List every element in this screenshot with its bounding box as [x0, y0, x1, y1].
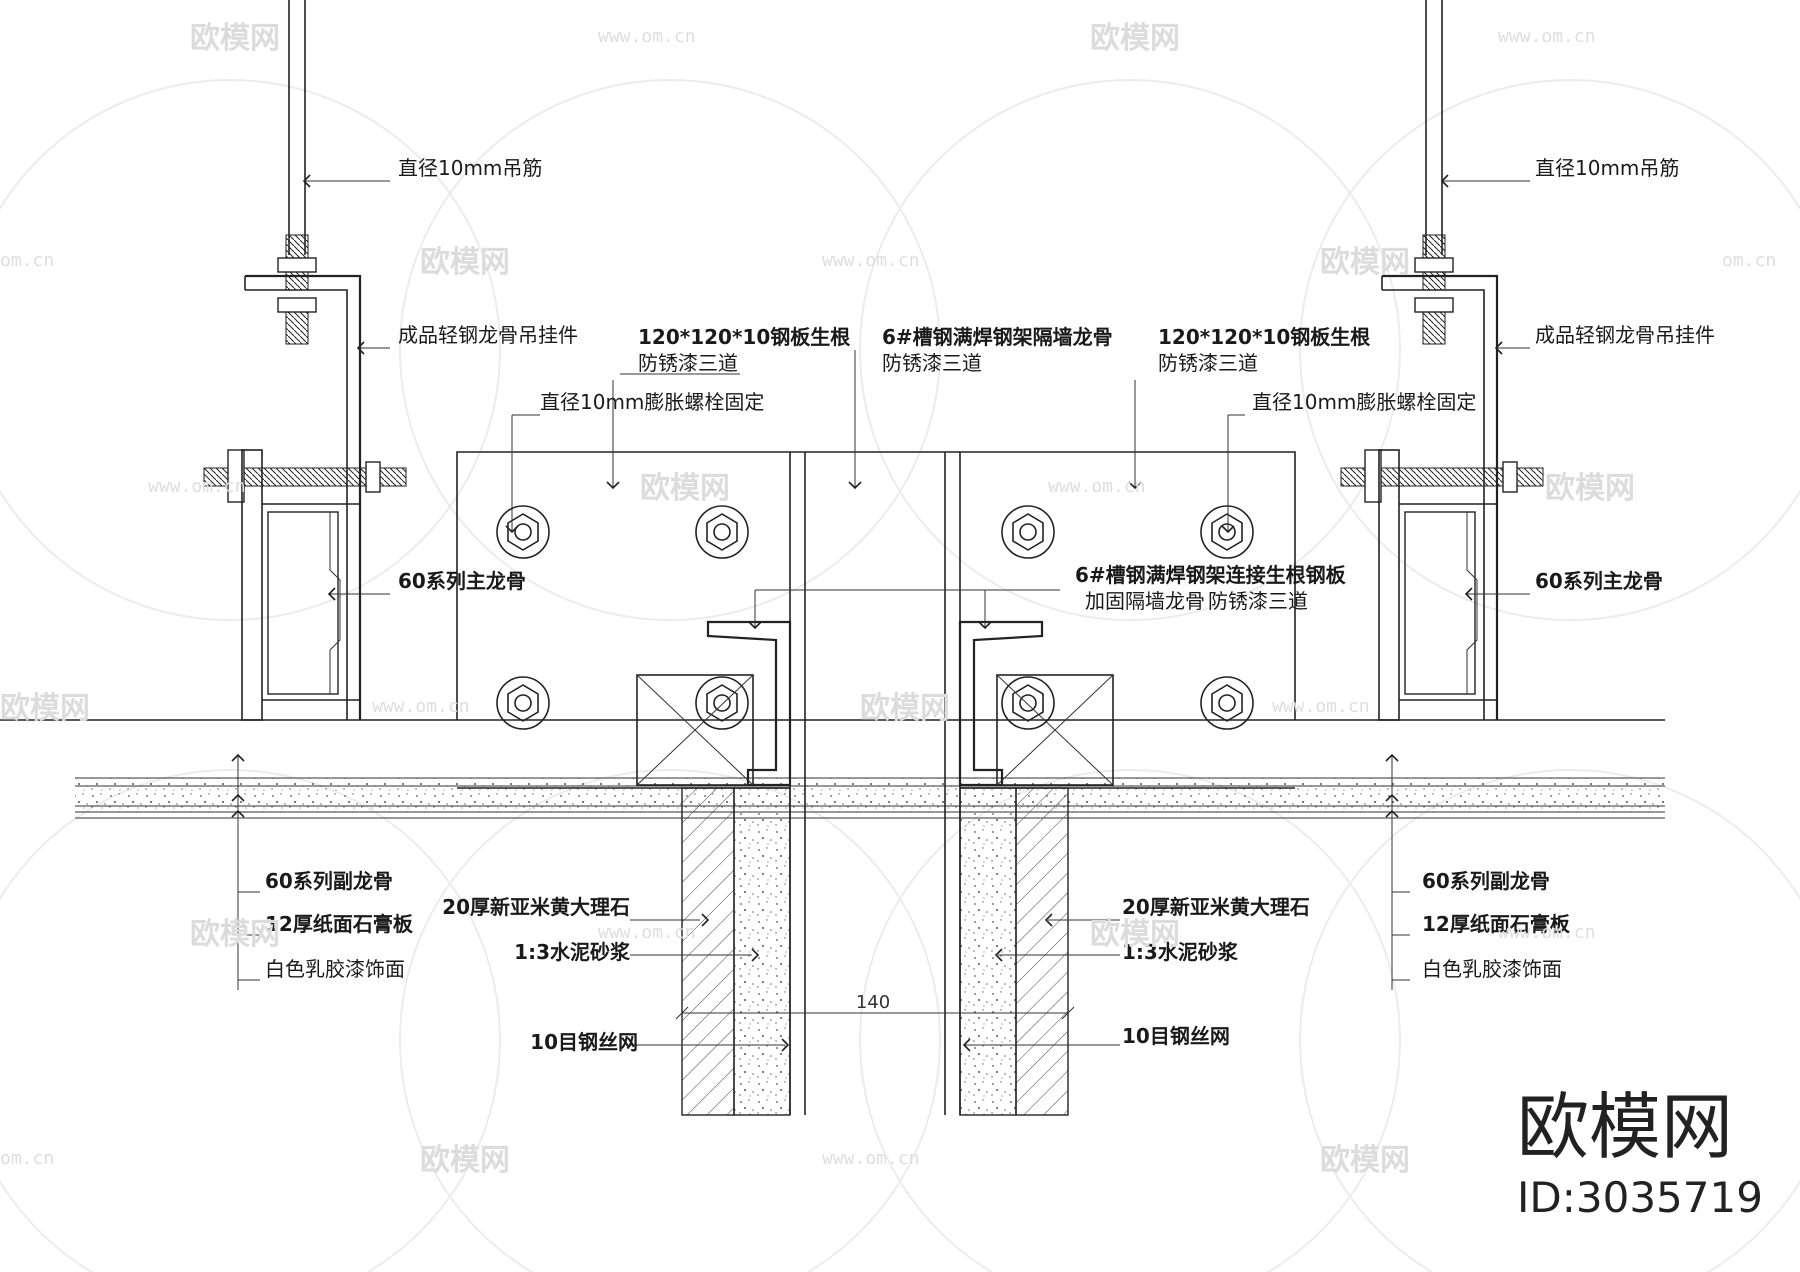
label-rod-right: 直径10mm吊筋	[1535, 156, 1679, 180]
watermark-brand: 欧模网	[1320, 1143, 1410, 1178]
label-main-joist-right: 60系列主龙骨	[1535, 569, 1663, 593]
watermark-url: www.om.cn	[1048, 476, 1146, 497]
label-connection-2a: 加固隔墙龙骨	[1085, 589, 1205, 613]
watermark-url: www.om.cn	[822, 250, 920, 271]
watermark-brand: 欧模网	[1090, 917, 1180, 952]
watermark-brand: 欧模网	[1090, 21, 1180, 56]
left-hanger-assembly	[203, 0, 407, 721]
leader-lines	[237, 180, 1530, 1046]
label-bolt-left: 直径10mm膨胀螺栓固定	[540, 390, 764, 414]
gypsum-board-layer	[75, 777, 1665, 819]
label-bolt-right: 直径10mm膨胀螺栓固定	[1252, 390, 1476, 414]
label-paint-left: 白色乳胶漆饰面	[265, 957, 405, 981]
arrow-marks	[231, 174, 1503, 1052]
watermark-url: www.om.cn	[1498, 922, 1596, 943]
label-plate-right-1: 120*120*10钢板生根	[1158, 325, 1370, 349]
brand-id-text: ID:3035719	[1517, 1173, 1763, 1222]
label-paint-right: 白色乳胶漆饰面	[1422, 957, 1562, 981]
watermark-brand: 欧模网	[0, 691, 90, 726]
right-hanger-assembly	[1340, 0, 1544, 721]
channel-steel-sections	[636, 620, 1114, 787]
watermark-url: www.om.cn	[598, 922, 696, 943]
watermark-url: www.om.cn	[148, 476, 246, 497]
label-connection-2b: 防锈漆三道	[1208, 589, 1308, 613]
label-mesh-right: 10目钢丝网	[1122, 1024, 1230, 1048]
watermark-brand: 欧模网	[860, 691, 950, 726]
marble-wall-sections	[681, 787, 1069, 1116]
label-gypsum-left: 12厚纸面石膏板	[265, 912, 414, 936]
brand-logo-text: 欧模网	[1517, 1085, 1733, 1169]
dimension-value: 140	[856, 992, 890, 1013]
expansion-bolts	[496, 505, 1254, 730]
watermark-texts: 欧模网 欧模网 欧模网 欧模网 欧模网 欧模网 欧模网 欧模网 欧模网 欧模网 …	[0, 21, 1776, 1178]
watermark-brand: 欧模网	[1545, 471, 1635, 506]
watermark-url: www.om.cn	[598, 26, 696, 47]
watermark-brand: 欧模网	[190, 21, 280, 56]
watermark-brand: 欧模网	[420, 1143, 510, 1178]
label-rod-left: 直径10mm吊筋	[398, 156, 542, 180]
dimension-140: 140	[675, 992, 1075, 1020]
watermark-url: www.om.cn	[1272, 696, 1370, 717]
watermark-url: om.cn	[1722, 250, 1776, 271]
label-channel-2: 防锈漆三道	[882, 351, 982, 375]
watermark-url: www.om.cn	[1498, 26, 1596, 47]
watermark-url: om.cn	[0, 250, 54, 271]
watermark-url: www.om.cn	[372, 696, 470, 717]
label-connection-1: 6#槽钢满焊钢架连接生根钢板	[1075, 563, 1347, 587]
watermark-layer	[0, 79, 1800, 1272]
label-main-joist-left: 60系列主龙骨	[398, 569, 526, 593]
label-plate-left-2: 防锈漆三道	[638, 351, 738, 375]
label-gypsum-right: 12厚纸面石膏板	[1422, 912, 1571, 936]
label-mortar-right: 1:3水泥砂浆	[1122, 940, 1239, 964]
label-plate-left-1: 120*120*10钢板生根	[638, 325, 850, 349]
label-marble-right: 20厚新亚米黄大理石	[1122, 895, 1310, 919]
watermark-brand: 欧模网	[1320, 245, 1410, 280]
label-hanger-left: 成品轻钢龙骨吊挂件	[398, 323, 578, 347]
label-sub-joist-right: 60系列副龙骨	[1422, 869, 1550, 893]
label-channel-1: 6#槽钢满焊钢架隔墙龙骨	[882, 325, 1113, 349]
watermark-url: om.cn	[0, 1148, 54, 1169]
watermark-brand: 欧模网	[420, 245, 510, 280]
label-mesh-left: 10目钢丝网	[530, 1030, 638, 1054]
watermark-brand: 欧模网	[640, 471, 730, 506]
watermark-url: www.om.cn	[822, 1148, 920, 1169]
watermark-brand: 欧模网	[190, 917, 280, 952]
label-marble-left: 20厚新亚米黄大理石	[442, 895, 630, 919]
label-plate-right-2: 防锈漆三道	[1158, 351, 1258, 375]
label-hanger-right: 成品轻钢龙骨吊挂件	[1535, 323, 1715, 347]
label-mortar-left: 1:3水泥砂浆	[514, 940, 631, 964]
label-sub-joist-left: 60系列副龙骨	[265, 869, 393, 893]
